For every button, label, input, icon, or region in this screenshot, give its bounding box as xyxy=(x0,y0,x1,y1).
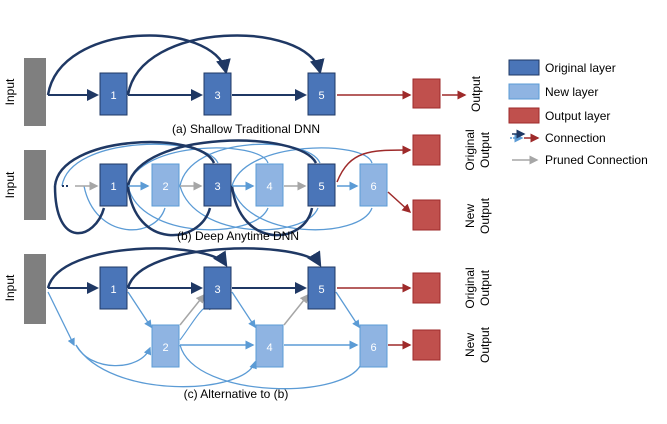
input-label: Input xyxy=(3,78,17,105)
output-label: Output xyxy=(478,197,492,234)
new-skip-edge xyxy=(231,147,373,187)
layer-4 xyxy=(255,163,284,207)
new-skip-edge xyxy=(83,185,166,231)
skip-edge xyxy=(46,247,228,289)
panel-c: Input 1 2 3 4 5 6 Original Output New Ou… xyxy=(3,247,492,401)
layer-5 xyxy=(307,163,336,207)
skip-edge xyxy=(126,34,325,96)
layer-5 xyxy=(307,266,336,310)
original-output-layer xyxy=(412,134,441,166)
pruned-edge xyxy=(179,293,205,326)
layer-4 xyxy=(255,324,284,368)
output-label: New xyxy=(463,333,477,357)
new-skip-edge xyxy=(179,143,321,187)
panel-a: Input 1 3 5 Output (a) Shallow Tradition… xyxy=(3,34,483,136)
skip-edge xyxy=(53,140,216,187)
input-label: Input xyxy=(3,171,17,198)
new-output-layer xyxy=(412,329,441,361)
skip-edge xyxy=(53,185,106,235)
skip-edge xyxy=(126,247,322,289)
legend-connection-label: Connection xyxy=(545,131,606,145)
layer-3 xyxy=(203,163,232,207)
skip-edge xyxy=(230,185,314,237)
output-label: Original xyxy=(463,267,477,308)
output-label: New xyxy=(463,204,477,228)
layer-2 xyxy=(151,324,180,368)
layer-label: 1 xyxy=(110,284,116,296)
legend-original-label: Original layer xyxy=(545,61,616,75)
layer-2 xyxy=(151,163,180,207)
panel-caption: (c) Alternative to (b) xyxy=(184,387,289,401)
layer-1 xyxy=(99,72,128,116)
layer-label: 3 xyxy=(214,181,220,193)
legend-output-label: Output layer xyxy=(545,109,610,123)
layer-label: 6 xyxy=(370,342,376,354)
legend-new-label: New layer xyxy=(545,85,598,99)
input-label: Input xyxy=(3,274,17,301)
new-edge xyxy=(75,344,152,367)
output-label: Original xyxy=(463,129,477,170)
input-block xyxy=(24,150,46,220)
edge xyxy=(336,145,412,183)
new-edge xyxy=(127,291,152,329)
new-skip-edge xyxy=(231,185,373,231)
legend-swatch-output xyxy=(508,107,540,124)
layer-1 xyxy=(99,266,128,310)
layer-label: 5 xyxy=(318,181,324,193)
output-label: Output xyxy=(478,131,492,168)
legend: Original layer New layer Output layer Co… xyxy=(508,59,648,167)
layer-label: 1 xyxy=(110,90,116,102)
layer-label: 3 xyxy=(214,90,220,102)
layer-3 xyxy=(203,266,232,310)
layer-label: 4 xyxy=(266,181,272,193)
input-block xyxy=(24,58,46,126)
new-skip-edge xyxy=(127,147,269,187)
skip-edge xyxy=(126,139,318,187)
skip-edge xyxy=(46,34,231,96)
panel-caption: (b) Deep Anytime DNN xyxy=(177,229,299,243)
legend-pruned-label: Pruned Connection xyxy=(545,153,648,167)
edge xyxy=(387,191,412,214)
legend-swatch-new xyxy=(508,83,540,100)
output-layer xyxy=(412,78,441,109)
layer-label: 1 xyxy=(110,181,116,193)
layer-label: 4 xyxy=(266,342,272,354)
new-output-layer xyxy=(412,199,441,231)
panel-b: Input 1 2 3 4 5 6 Original Output New Ou… xyxy=(3,129,492,243)
output-label: Output xyxy=(478,326,492,363)
layer-label: 6 xyxy=(370,181,376,193)
layer-6 xyxy=(359,163,388,207)
layer-label: 5 xyxy=(318,90,324,102)
new-skip-edge xyxy=(127,185,269,231)
layer-label: 2 xyxy=(162,181,168,193)
layer-6 xyxy=(359,324,388,368)
input-block xyxy=(24,254,46,324)
legend-swatch-original xyxy=(508,59,540,76)
new-skip-edge xyxy=(179,307,211,341)
layer-label: 2 xyxy=(162,342,168,354)
original-output-layer xyxy=(412,272,441,304)
layer-1 xyxy=(99,163,128,207)
new-edge xyxy=(231,291,256,329)
new-edge xyxy=(75,344,257,388)
layer-3 xyxy=(203,72,232,116)
new-edge xyxy=(335,291,360,329)
pruned-edge xyxy=(283,293,309,326)
output-label: Output xyxy=(478,269,492,306)
layer-label: 5 xyxy=(318,284,324,296)
skip-edge xyxy=(126,185,212,237)
layer-label: 3 xyxy=(214,284,220,296)
output-label: Output xyxy=(469,75,483,112)
panel-caption: (a) Shallow Traditional DNN xyxy=(172,122,320,136)
new-edge xyxy=(47,291,75,347)
new-skip-edge xyxy=(179,344,363,390)
layer-5 xyxy=(307,72,336,116)
